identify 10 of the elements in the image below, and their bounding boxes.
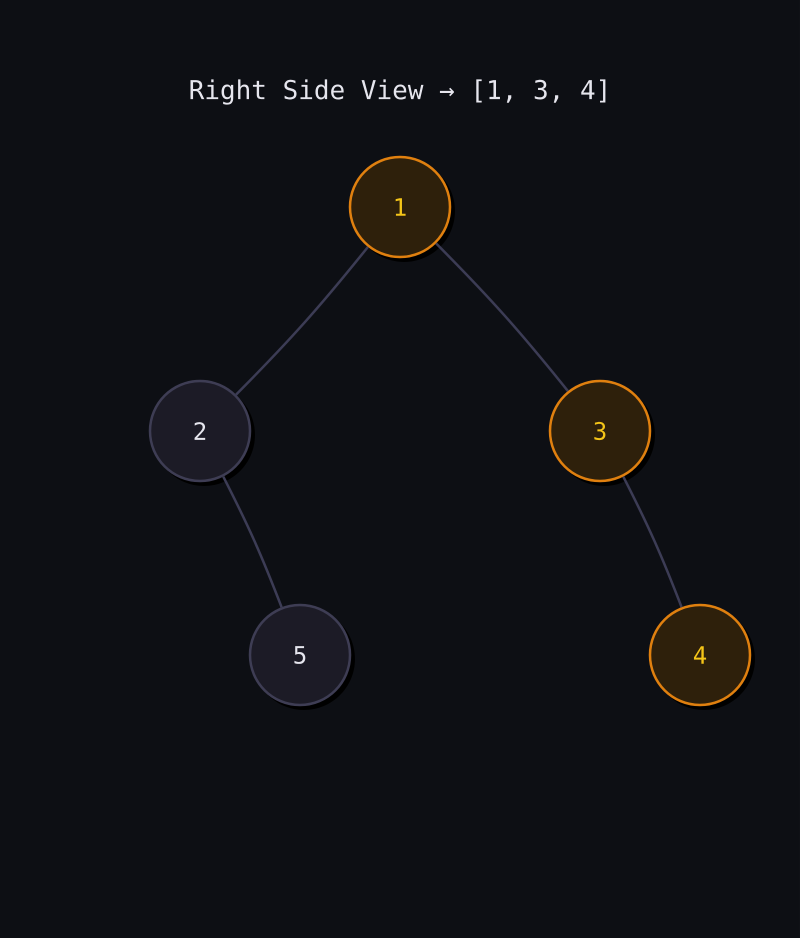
tree-edge — [222, 476, 283, 608]
tree-node: 5 — [248, 604, 355, 710]
tree-edge — [235, 246, 369, 396]
tree-edge — [435, 242, 569, 392]
tree-edge — [622, 476, 683, 608]
title: Right Side View → [1, 3, 4] — [190, 79, 606, 105]
tree-node: 3 — [548, 380, 655, 486]
tree-node: 2 — [148, 380, 255, 486]
tree-node: 1 — [348, 156, 455, 262]
tree-node: 4 — [648, 604, 755, 710]
